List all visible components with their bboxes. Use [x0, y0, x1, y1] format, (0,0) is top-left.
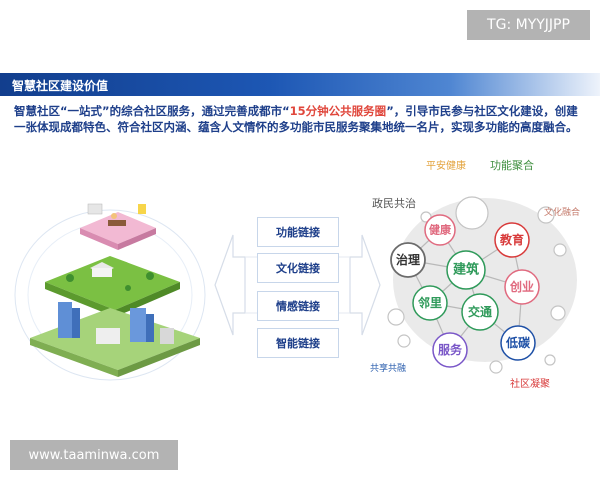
- board-icon: [87, 203, 103, 215]
- section-banner: 智慧社区建设价值: [0, 73, 600, 96]
- building-icon: [72, 308, 80, 338]
- decor-circle: [553, 243, 567, 257]
- tree-icon: [125, 285, 131, 291]
- intro-highlight: 15分钟公共服务圈: [289, 104, 387, 118]
- decor-circle: [537, 206, 555, 224]
- value-bubble-network: 治理 健康 教育 建筑 创业 邻里 交通 服务 低碳 平安健康 功能聚合 政民共…: [370, 158, 580, 390]
- node-education-circle: [494, 222, 530, 258]
- node-building-circle: [446, 250, 486, 290]
- decor-circle: [550, 305, 566, 321]
- label-safety-health: 平安健康: [426, 159, 466, 172]
- node-entrepreneurship-circle: [504, 269, 540, 305]
- node-building: 建筑: [453, 262, 479, 278]
- lamp-icon: [138, 204, 146, 214]
- node-governance: 治理: [396, 252, 420, 267]
- city-platform-side: [118, 338, 200, 377]
- node-education: 教育: [499, 232, 524, 247]
- label-community-cohesion: 社区凝聚: [510, 377, 550, 390]
- label-function-aggregation: 功能聚合: [490, 158, 534, 172]
- decor-circle: [397, 334, 411, 348]
- node-transport-circle: [461, 293, 499, 331]
- smart-community-illustration: [14, 203, 206, 381]
- top-platform: [80, 212, 156, 244]
- top-platform-side: [80, 228, 118, 250]
- decor-circle: [544, 354, 556, 366]
- orbit-ring: [14, 209, 206, 381]
- link-intelligent: 智能链接: [257, 328, 339, 358]
- building-icon: [96, 328, 120, 344]
- link-chain: 功能链接 文化链接 情感链接 智能链接: [205, 195, 390, 375]
- house-icon: [92, 268, 112, 277]
- intro-text-part2: ”，引导市民参与社区文化建设，创建一张体现成都特色、符合社区内涵、蕴含人文情怀的…: [14, 104, 578, 134]
- node-low-carbon: 低碳: [505, 335, 531, 350]
- watermark-top: TG: MYYJJPP: [467, 10, 590, 40]
- node-governance-circle: [390, 242, 426, 278]
- node-service-circle: [432, 332, 468, 368]
- city-platform-side: [30, 338, 118, 377]
- desk-icon: [108, 220, 126, 226]
- top-platform-side: [118, 228, 156, 250]
- node-neighborhood: 邻里: [417, 295, 442, 310]
- section-title: 智慧社区建设价值: [12, 79, 109, 93]
- building-icon: [130, 308, 146, 342]
- label-civic-governance: 政民共治: [372, 196, 416, 210]
- node-transport: 交通: [468, 304, 492, 319]
- person-icon: [111, 213, 117, 219]
- node-low-carbon-circle: [500, 325, 536, 361]
- node-health-circle: [424, 214, 456, 246]
- link-culture: 文化链接: [257, 253, 339, 283]
- watermark-bottom: www.taaminwa.com: [10, 440, 178, 470]
- building-icon: [146, 314, 154, 342]
- label-culture-integration: 文化融合: [544, 206, 580, 218]
- link-emotion: 情感链接: [257, 291, 339, 321]
- node-entrepreneurship: 创业: [509, 279, 534, 294]
- green-platform: [45, 256, 180, 310]
- intro-text-part1: 智慧社区“一站式”的综合社区服务，通过完善成都市“: [14, 104, 290, 118]
- label-shared-integration: 共享共融: [370, 362, 406, 374]
- decor-circle: [489, 360, 503, 374]
- tree-icon: [66, 274, 74, 282]
- node-neighborhood-circle: [412, 285, 448, 321]
- node-health: 健康: [429, 223, 452, 237]
- link-function: 功能链接: [257, 217, 339, 247]
- node-service: 服务: [438, 342, 463, 357]
- intro-paragraph: 智慧社区“一站式”的综合社区服务，通过完善成都市“15分钟公共服务圈”，引导市民…: [14, 103, 584, 135]
- decor-circle: [455, 196, 489, 230]
- decor-circle: [387, 308, 405, 326]
- building-icon: [58, 302, 72, 338]
- tree-icon: [146, 272, 154, 280]
- green-platform-side: [45, 282, 115, 317]
- building-icon: [160, 328, 174, 344]
